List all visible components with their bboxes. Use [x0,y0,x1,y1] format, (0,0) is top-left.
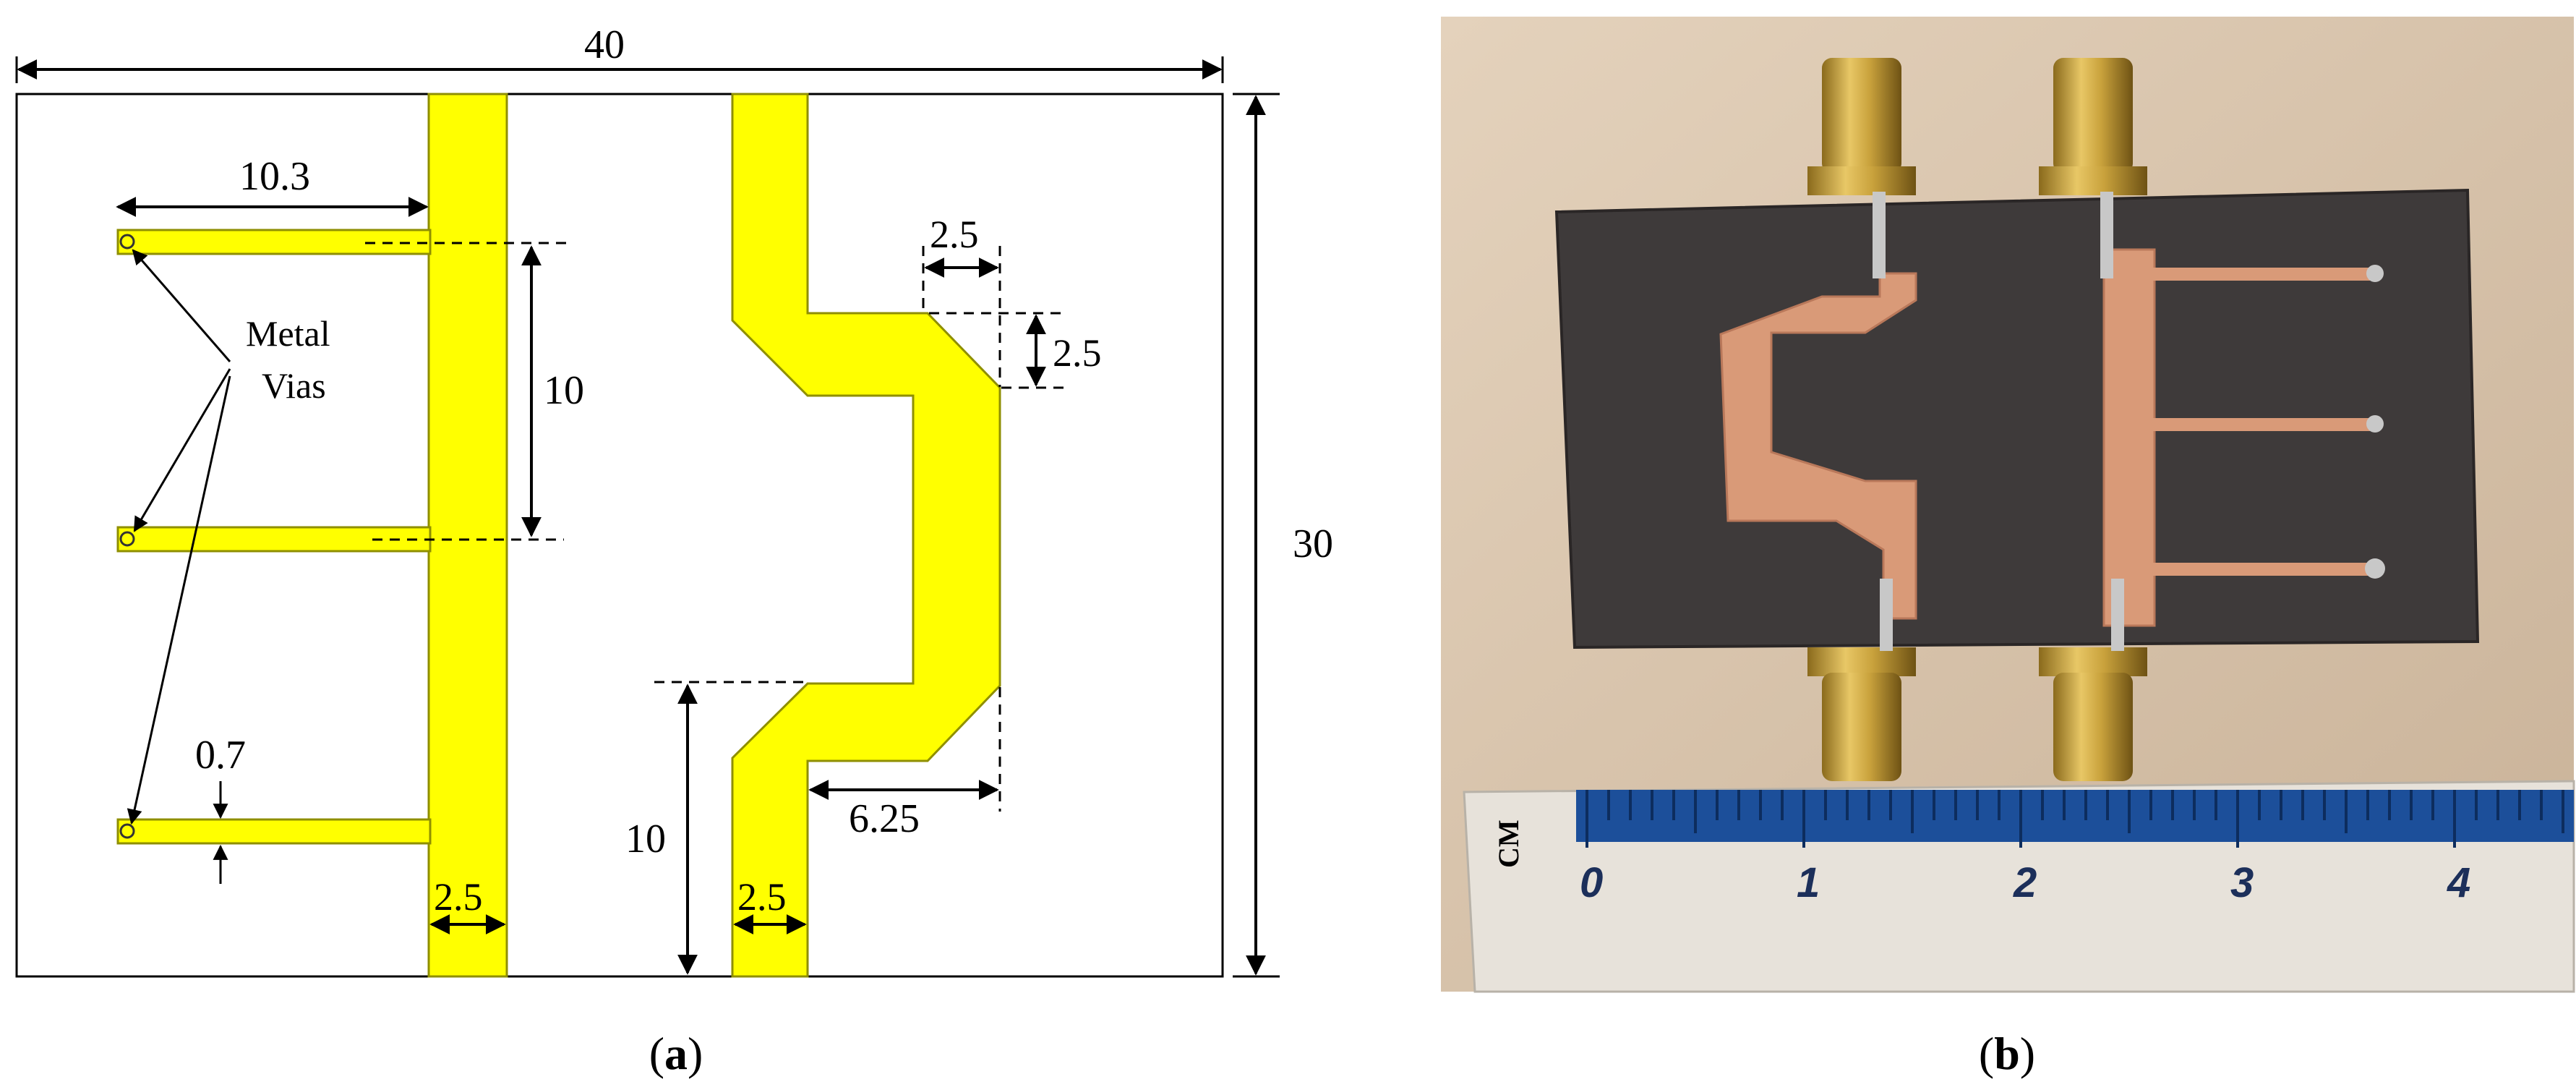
label-offset: 6.25 [849,796,920,841]
label-stub-spacing: 10 [544,368,584,413]
ruler-number: 3 [2230,859,2254,906]
panel-a-layout-diagram: 40 30 10.3 10 Metal Vias [15,22,1333,1079]
copper-vertical-trace [2102,248,2156,627]
dimension-left-line-width: 2.5 [429,875,506,934]
metal-vias-annotation: Metal Vias [127,249,330,825]
ruler-number: 4 [2447,859,2470,906]
ruler-unit-label: CM [1492,819,1525,868]
label-vias: Vias [262,365,326,406]
ruler-numbers: 0 1 2 3 4 [1580,859,2470,906]
label-board-height: 30 [1293,521,1333,566]
label-left-line-width: 2.5 [434,875,483,919]
dimension-stub-length: 10.3 [116,154,429,217]
stub-bottom [116,818,432,845]
copper-stub-bottom [2153,563,2370,576]
ruler-number: 2 [2013,859,2037,906]
via-bottom [119,823,135,839]
left-feed-line [427,93,508,978]
label-step-width: 2.5 [930,213,979,256]
label-step-height: 2.5 [1053,331,1102,375]
caption-b: (b) [1979,1028,2035,1079]
via-middle [119,531,135,547]
dimension-stub-spacing: 10 [365,242,584,541]
ruler-number: 1 [1797,859,1820,906]
label-stub-length: 10.3 [239,154,310,199]
ruler: CM 0 1 2 3 4 [1463,780,2575,993]
dimension-right-line-width: 2.5 [733,875,807,934]
solder-via-top [2366,265,2384,282]
ruler-ticks [1586,790,2564,848]
ruler-scale-band [1576,790,2574,842]
solder-via-middle [2366,415,2384,433]
right-stepped-line [731,93,1001,978]
copper-stub-top [2153,268,2370,281]
sma-connector-bottom-right [2039,579,2147,781]
panel-b-photograph: CM 0 1 2 3 4 (b) [1441,17,2575,1079]
dimension-step-height: 2.5 [929,312,1102,389]
dimension-step-width: 2.5 [922,213,1001,387]
copper-stepped-trace [1719,272,1917,620]
pcb-substrate [1554,188,2480,650]
label-stub-width: 0.7 [195,733,246,778]
dimension-board-width: 40 [15,22,1224,83]
dimension-bottom-length: 10 [625,681,808,975]
sma-connector-top-right [2039,58,2147,278]
label-bottom-length: 10 [625,817,666,861]
stub-middle [116,526,432,553]
solder-via-bottom [2365,558,2385,579]
caption-a: (a) [649,1028,703,1079]
ruler-number: 0 [1580,859,1603,906]
dimension-board-height: 30 [1233,93,1333,978]
dimension-stub-width: 0.7 [195,733,246,884]
dimension-offset: 6.25 [808,687,1001,841]
stub-top [116,229,432,255]
copper-stub-middle [2153,418,2370,431]
label-board-width: 40 [584,22,625,67]
via-top [119,234,135,250]
label-metal: Metal [246,313,330,354]
label-right-line-width: 2.5 [737,875,787,919]
sma-connector-top-left [1807,58,1916,278]
sma-connector-bottom-left [1807,579,1916,781]
